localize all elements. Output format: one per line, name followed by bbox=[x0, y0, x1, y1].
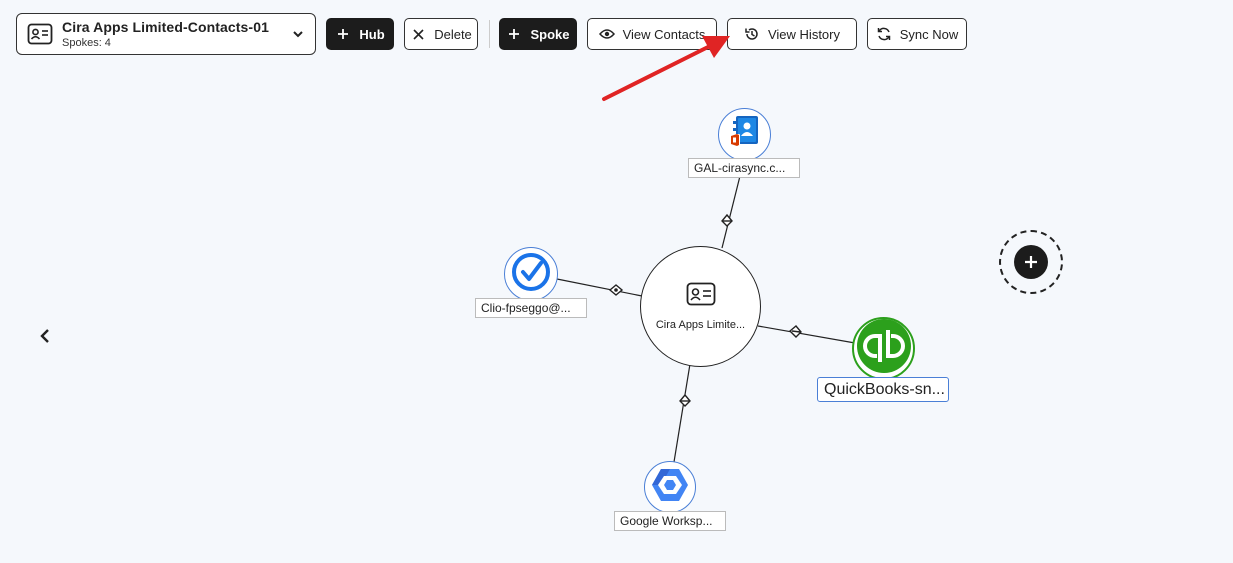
view-history-label: View History bbox=[767, 26, 840, 42]
sync-now-button[interactable]: Sync Now bbox=[867, 18, 967, 50]
edge-marker-gal bbox=[721, 213, 733, 227]
delete-button[interactable]: Delete bbox=[404, 18, 478, 50]
spoke-node-google[interactable] bbox=[644, 461, 696, 513]
chevron-down-icon bbox=[291, 27, 305, 41]
spoke-node-gal[interactable] bbox=[718, 108, 771, 161]
view-history-button[interactable]: View History bbox=[727, 18, 857, 50]
view-contacts-button[interactable]: View Contacts bbox=[587, 18, 717, 50]
contacts-book-icon bbox=[728, 114, 762, 155]
quickbooks-icon bbox=[856, 318, 912, 379]
view-contacts-label: View Contacts bbox=[622, 26, 706, 42]
spokes-count: Spokes: 4 bbox=[62, 37, 111, 49]
spoke-node-quickbooks[interactable] bbox=[852, 317, 915, 380]
contact-card-icon bbox=[686, 282, 716, 311]
add-spoke-node[interactable] bbox=[999, 230, 1063, 294]
plus-icon bbox=[506, 26, 522, 42]
plus-icon bbox=[335, 26, 351, 42]
hub-selector-dropdown[interactable]: Cira Apps Limited-Contacts-01 Spokes: 4 bbox=[16, 13, 316, 55]
close-icon bbox=[410, 26, 426, 42]
google-workspace-icon bbox=[648, 463, 692, 512]
chevron-left-icon[interactable] bbox=[36, 327, 54, 345]
toolbar: Cira Apps Limited-Contacts-01 Spokes: 4 … bbox=[0, 0, 1233, 70]
edge-marker-clio bbox=[608, 284, 624, 296]
edge-marker-quickbooks bbox=[788, 325, 802, 338]
edge-marker-google bbox=[679, 393, 691, 407]
plus-icon bbox=[1014, 245, 1048, 279]
hub-node[interactable]: Cira Apps Limite... bbox=[640, 246, 761, 367]
hub-node-label: Cira Apps Limite... bbox=[655, 319, 746, 331]
spoke-label-quickbooks[interactable]: QuickBooks-sn... bbox=[817, 377, 949, 402]
delete-label: Delete bbox=[434, 26, 472, 42]
contact-card-icon bbox=[27, 23, 53, 45]
sync-now-label: Sync Now bbox=[899, 26, 959, 42]
clio-icon bbox=[511, 252, 551, 297]
spoke-label-gal[interactable]: GAL-cirasync.c... bbox=[688, 158, 800, 178]
spoke-label-clio[interactable]: Clio-fpseggo@... bbox=[475, 298, 587, 318]
add-spoke-button[interactable]: Spoke bbox=[499, 18, 577, 50]
history-icon bbox=[744, 26, 760, 42]
sync-icon bbox=[876, 26, 892, 42]
spoke-label-google[interactable]: Google Worksp... bbox=[614, 511, 726, 531]
toolbar-divider bbox=[489, 20, 490, 48]
add-spoke-label: Spoke bbox=[530, 26, 570, 42]
hub-name: Cira Apps Limited-Contacts-01 bbox=[62, 19, 269, 35]
spoke-node-clio[interactable] bbox=[504, 247, 558, 301]
add-hub-button[interactable]: Hub bbox=[326, 18, 394, 50]
add-hub-label: Hub bbox=[359, 26, 385, 42]
eye-icon bbox=[598, 26, 615, 42]
